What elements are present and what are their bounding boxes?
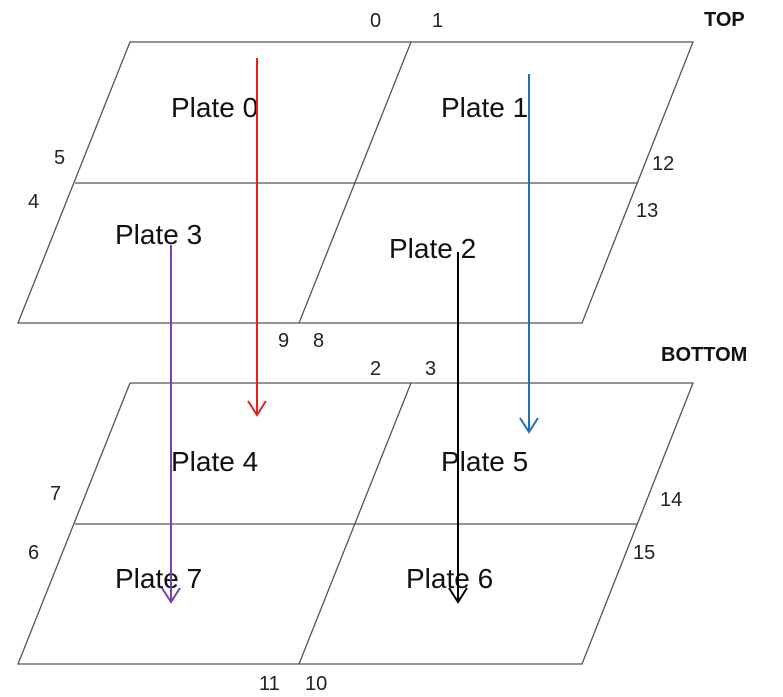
arrow-plate-2-to-plate-6 [448, 252, 468, 604]
arrow-plate-3-to-plate-7-head [161, 587, 181, 604]
bottom-layer [17, 382, 694, 665]
arrow-plate-1-to-plate-5 [519, 74, 539, 434]
number-0-label: 0 [370, 10, 381, 32]
number-5-label: 5 [54, 147, 65, 169]
bottom-layer-label: BOTTOM [661, 344, 747, 366]
arrow-plate-1-to-plate-5-head [519, 417, 539, 434]
bottom-layer-vertical-divider [298, 382, 412, 665]
top-layer-label: TOP [704, 9, 745, 31]
top-layer-outline [17, 41, 694, 324]
top-layer [17, 41, 694, 324]
number-12-label: 12 [652, 153, 674, 175]
number-3-label: 3 [425, 358, 436, 380]
plate-3-label: Plate 3 [115, 219, 202, 250]
arrow-plate-0-to-plate-4 [247, 58, 267, 417]
number-9-label: 9 [278, 330, 289, 352]
number-10-label: 10 [305, 673, 327, 695]
number-4-label: 4 [28, 191, 39, 213]
plate-4-label: Plate 4 [171, 446, 258, 477]
number-11-label: 11 [259, 673, 280, 695]
top-layer-vertical-divider [298, 41, 412, 324]
number-6-label: 6 [28, 542, 39, 564]
number-1-label: 1 [432, 10, 443, 32]
plate-1-label: Plate 1 [441, 92, 528, 123]
number-14-label: 14 [660, 489, 682, 511]
number-13-label: 13 [636, 200, 658, 222]
number-2-label: 2 [370, 358, 381, 380]
number-8-label: 8 [313, 330, 324, 352]
arrow-plate-0-to-plate-4-head [247, 400, 267, 417]
plate-2-label: Plate 2 [389, 233, 476, 264]
number-7-label: 7 [50, 483, 61, 505]
number-15-label: 15 [633, 542, 655, 564]
arrow-plate-3-to-plate-7 [161, 245, 181, 604]
plate-0-label: Plate 0 [171, 92, 258, 123]
arrow-plate-2-to-plate-6-head [448, 587, 468, 604]
plate-7-label: Plate 7 [115, 563, 202, 594]
plate-5-label: Plate 5 [441, 446, 528, 477]
bottom-layer-outline [17, 382, 694, 665]
